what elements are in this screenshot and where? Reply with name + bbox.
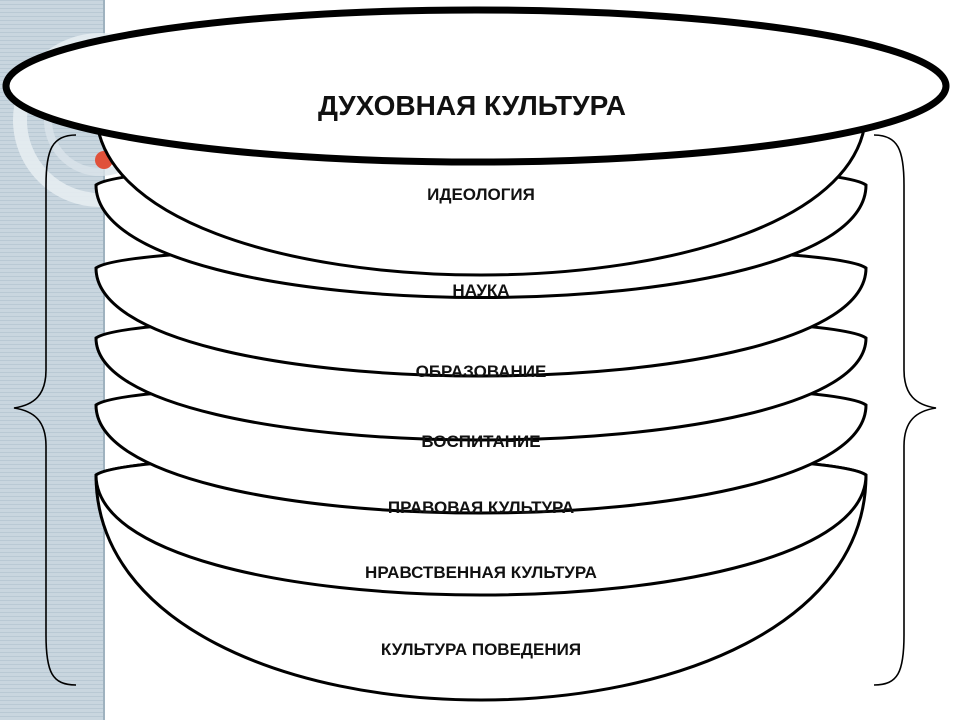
layers-stack: КУЛЬТУРА ПОВЕДЕНИЯ НРАВСТВЕННАЯ КУЛЬТУРА П… (94, 86, 868, 702)
diagram-title: ДУХОВНАЯ КУЛЬТУРА (318, 90, 626, 121)
left-brace (13, 134, 77, 686)
layer-label: ВОСПИТАНИЕ (421, 432, 540, 451)
layer-label: КУЛЬТУРА ПОВЕДЕНИЯ (381, 640, 581, 659)
top-ellipse: ДУХОВНАЯ КУЛЬТУРА (2, 6, 950, 166)
layer-label: ИДЕОЛОГИЯ (427, 185, 535, 204)
layer-label: НАУКА (452, 281, 509, 300)
layer-label: НРАВСТВЕННАЯ КУЛЬТУРА (365, 563, 597, 582)
right-brace (873, 134, 937, 686)
layer-label: ОБРАЗОВАНИЕ (416, 362, 547, 381)
layer-label: ПРАВОВАЯ КУЛЬТУРА (388, 498, 574, 517)
